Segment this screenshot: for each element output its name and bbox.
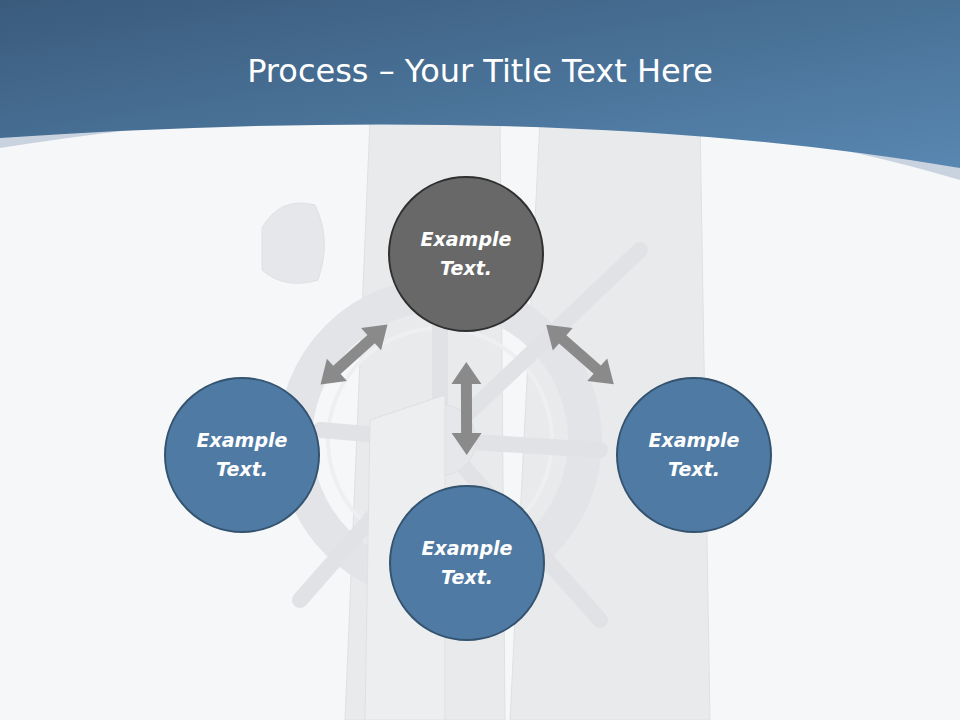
process-circle: Example Text. <box>388 176 544 332</box>
slide-title: Process – Your Title Text Here <box>0 52 960 90</box>
node-text: Example Text. <box>192 426 292 484</box>
double-arrow <box>451 362 481 455</box>
node-text: Example Text. <box>417 534 517 592</box>
process-circle: Example Text. <box>616 377 772 533</box>
process-circle: Example Text. <box>389 485 545 641</box>
node-text: Example Text. <box>644 426 744 484</box>
header-band <box>0 0 960 180</box>
header-bar <box>0 0 960 168</box>
node-text: Example Text. <box>416 225 516 283</box>
double-arrow <box>546 325 614 385</box>
process-circle: Example Text. <box>164 377 320 533</box>
double-arrow <box>321 324 388 384</box>
